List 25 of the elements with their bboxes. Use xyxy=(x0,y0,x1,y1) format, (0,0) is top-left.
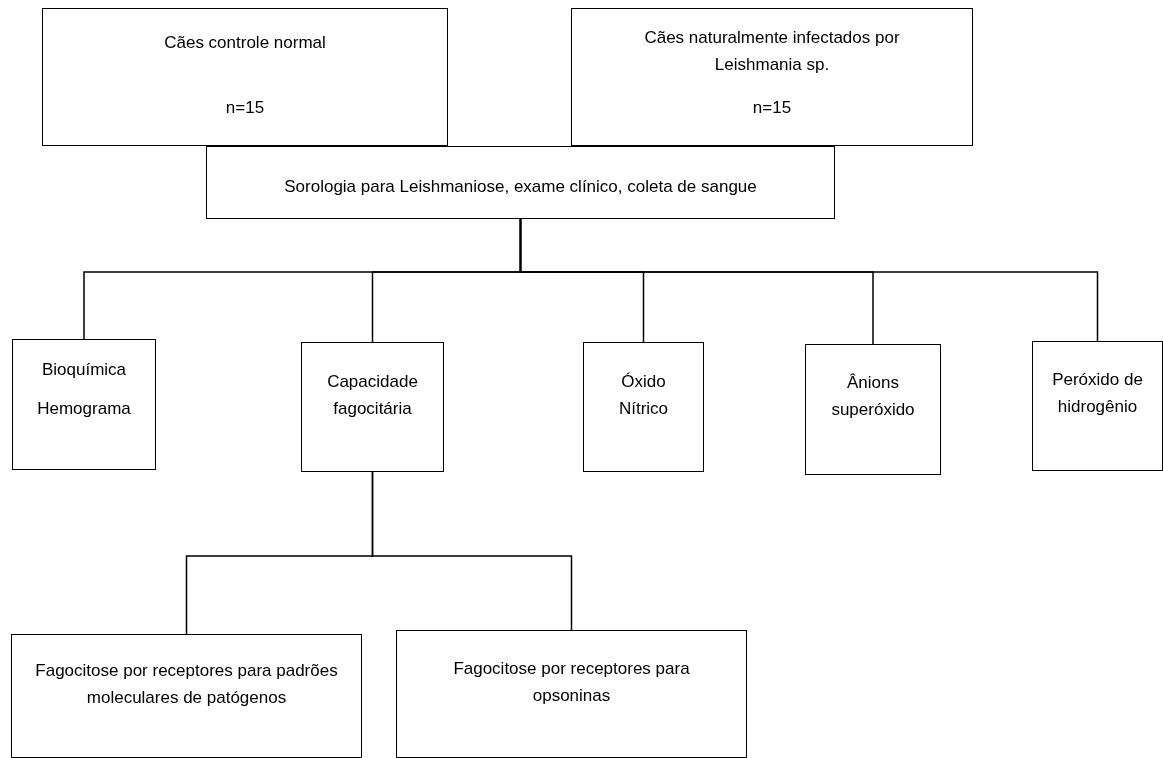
box-text: Cães controle normal xyxy=(164,32,326,54)
box-text: Fagocitose por receptores para opsoninas xyxy=(452,658,691,707)
box-text: Sorologia para Leishmaniose, exame clínico, coleta de sangue xyxy=(284,176,757,198)
box-text: n=15 xyxy=(752,97,792,119)
process-box xyxy=(301,342,444,472)
connector-line xyxy=(371,471,573,631)
box-text: Capacidade fagocitária xyxy=(326,371,419,420)
box-text: Hemograma xyxy=(37,398,131,420)
box-text: Ânions superóxido xyxy=(830,372,916,421)
connector-line xyxy=(519,218,1099,342)
process-box xyxy=(571,8,973,146)
process-box xyxy=(1032,341,1163,471)
box-text: Peróxido de hidrogênio xyxy=(1051,369,1144,418)
process-box xyxy=(42,8,448,146)
process-box xyxy=(206,146,835,219)
box-text: n=15 xyxy=(225,97,265,119)
process-box xyxy=(396,630,747,758)
process-box xyxy=(805,344,941,475)
process-box xyxy=(11,634,362,758)
box-text: Cães naturalmente infectados por Leishmania sp. xyxy=(643,27,901,76)
box-text: Óxido Nítrico xyxy=(617,371,670,420)
process-box xyxy=(583,342,704,472)
box-text: Fagocitose por receptores para padrões moleculares de patógenos xyxy=(34,660,339,709)
process-box xyxy=(12,339,156,470)
box-text: Bioquímica xyxy=(41,359,127,381)
